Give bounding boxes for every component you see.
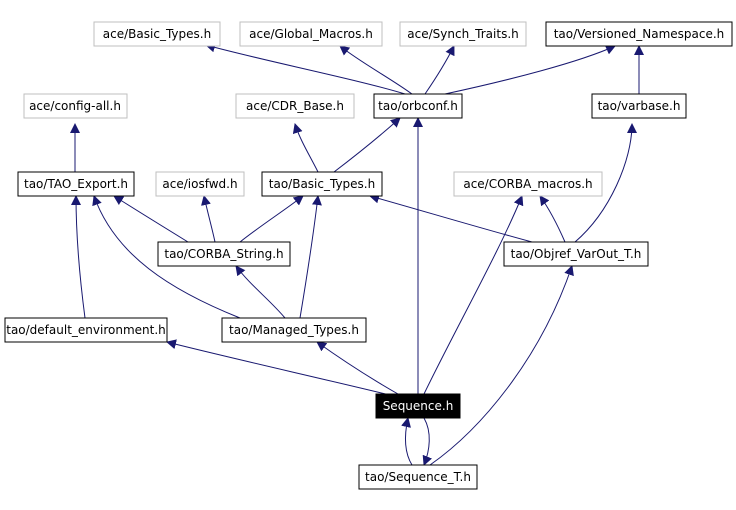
edge-managed-types-to-basic-types bbox=[299, 195, 322, 319]
edge-orbconf-to-ace-basic-types bbox=[205, 42, 406, 95]
edge-orbconf-to-ace-global-macros bbox=[339, 45, 413, 95]
edge-default-environment-to-tao-export bbox=[71, 195, 86, 319]
node-tao-objref-varout-t[interactable]: tao/Objref_VarOut_T.h bbox=[503, 241, 649, 267]
node-label: ace/config-all.h bbox=[29, 99, 121, 113]
node-tao-basic-types[interactable]: tao/Basic_Types.h bbox=[261, 171, 383, 197]
node-label: ace/iosfwd.h bbox=[162, 177, 237, 191]
edge-basic-types-to-orbconf bbox=[333, 117, 401, 173]
node-ace-config-all[interactable]: ace/config-all.h bbox=[23, 93, 128, 119]
node-tao-tao-export[interactable]: tao/TAO_Export.h bbox=[17, 171, 135, 197]
node-label: tao/Sequence_T.h bbox=[365, 470, 471, 484]
node-ace-global-macros[interactable]: ace/Global_Macros.h bbox=[239, 21, 383, 47]
edge-sequence-t-to-objref bbox=[429, 265, 574, 466]
node-label: tao/varbase.h bbox=[598, 99, 681, 113]
node-label: ace/Global_Macros.h bbox=[249, 27, 373, 41]
edge-corba-string-to-basic-types bbox=[239, 195, 304, 243]
node-label: ace/CDR_Base.h bbox=[246, 99, 344, 113]
node-ace-corba-macros[interactable]: ace/CORBA_macros.h bbox=[453, 171, 603, 197]
edge-corba-string-to-tao-export bbox=[113, 195, 189, 243]
node-ace-basic-types[interactable]: ace/Basic_Types.h bbox=[93, 21, 221, 47]
node-tao-corba-string[interactable]: tao/CORBA_String.h bbox=[157, 241, 291, 267]
edge-sequence-to-sequence-t bbox=[422, 417, 432, 466]
edge-orbconf-to-ace-synch-traits bbox=[424, 45, 455, 95]
node-label: tao/Managed_Types.h bbox=[229, 323, 359, 337]
node-sequence-focus[interactable]: Sequence.h bbox=[375, 393, 461, 419]
node-label: ace/Synch_Traits.h bbox=[407, 27, 518, 41]
node-label: ace/Basic_Types.h bbox=[103, 27, 211, 41]
edge-objref-to-basic-types bbox=[369, 193, 533, 243]
node-tao-managed-types[interactable]: tao/Managed_Types.h bbox=[221, 317, 367, 343]
node-tao-varbase[interactable]: tao/varbase.h bbox=[591, 93, 687, 119]
edge-orbconf-to-versioned-namespace bbox=[444, 45, 616, 95]
edge-sequence-to-default-environment bbox=[166, 339, 399, 398]
node-ace-synch-traits[interactable]: ace/Synch_Traits.h bbox=[399, 21, 527, 47]
edge-managed-types-to-tao-export bbox=[92, 195, 241, 319]
edge-objref-to-varbase bbox=[574, 123, 637, 243]
edge-sequence-to-corba-macros bbox=[423, 195, 524, 395]
node-label: tao/TAO_Export.h bbox=[24, 177, 128, 191]
edge-sequence-t-to-sequence bbox=[401, 417, 413, 466]
edge-sequence-to-managed-types bbox=[316, 341, 399, 395]
node-tao-default-environment[interactable]: tao/default_environment.h bbox=[4, 317, 168, 343]
node-ace-cdr-base[interactable]: ace/CDR_Base.h bbox=[235, 93, 355, 119]
node-ace-iosfwd[interactable]: ace/iosfwd.h bbox=[155, 171, 245, 197]
edge-basic-types-to-cdr-base bbox=[292, 123, 319, 173]
node-label: tao/Basic_Types.h bbox=[269, 177, 375, 191]
node-label: Sequence.h bbox=[383, 399, 454, 413]
node-tao-orbconf[interactable]: tao/orbconf.h bbox=[373, 93, 463, 119]
edge-corba-string-to-iosfwd bbox=[201, 195, 216, 243]
edges bbox=[70, 42, 644, 466]
node-tao-versioned-namespace[interactable]: tao/Versioned_Namespace.h bbox=[545, 21, 733, 47]
node-label: tao/orbconf.h bbox=[378, 99, 458, 113]
node-tao-sequence-t[interactable]: tao/Sequence_T.h bbox=[358, 464, 478, 490]
node-label: tao/CORBA_String.h bbox=[164, 247, 283, 261]
nodes: ace/Basic_Types.h ace/Global_Macros.h ac… bbox=[4, 21, 733, 490]
edge-managed-types-to-corba-string bbox=[235, 265, 286, 319]
node-label: ace/CORBA_macros.h bbox=[463, 177, 592, 191]
node-label: tao/Objref_VarOut_T.h bbox=[511, 247, 642, 261]
node-label: tao/Versioned_Namespace.h bbox=[554, 27, 725, 41]
edge-objref-to-corba-macros bbox=[539, 195, 566, 243]
node-label: tao/default_environment.h bbox=[6, 323, 166, 337]
